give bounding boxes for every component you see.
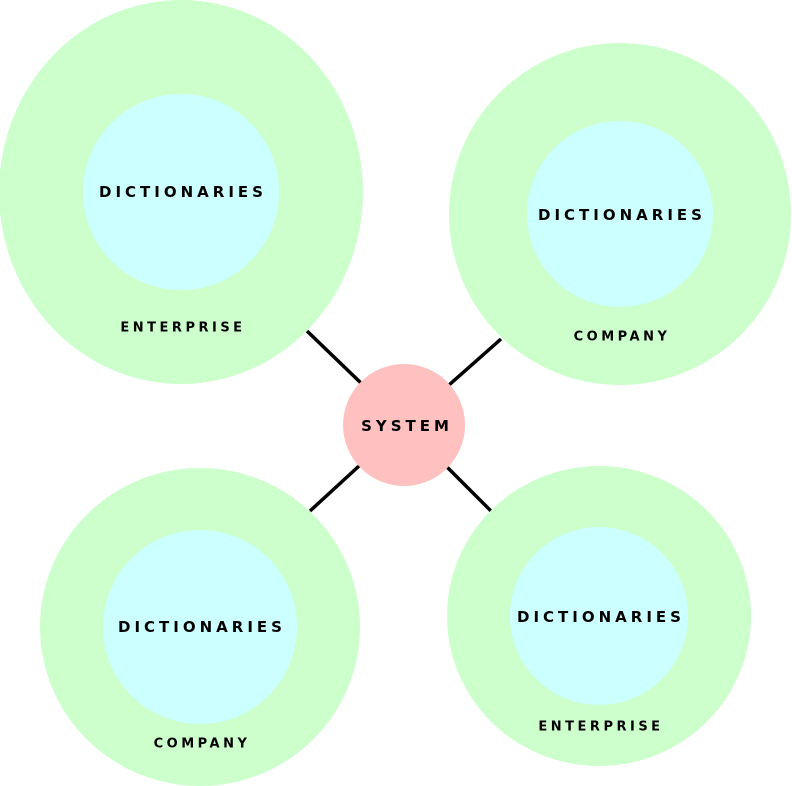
node-top-left: DICTIONARIES ENTERPRISE [0,0,363,384]
company-label: COMPANY [154,737,251,752]
dictionaries-disc [83,94,279,290]
system-hub-disc [343,364,465,486]
dictionaries-label: DICTIONARIES [118,618,286,636]
connector-top-left [305,329,363,385]
connector-top-right [447,337,503,387]
enterprise-label: ENTERPRISE [120,321,245,336]
node-top-right: DICTIONARIES COMPANY [449,43,791,385]
dictionaries-disc [103,530,297,724]
node-bottom-left: DICTIONARIES COMPANY [40,468,360,786]
dictionaries-label: DICTIONARIES [99,183,267,201]
connector-bottom-left [308,464,361,513]
system-label: SYSTEM [361,417,453,435]
dictionaries-disc [527,121,713,307]
connector-bottom-right [445,465,494,514]
node-bottom-right: DICTIONARIES ENTERPRISE [447,466,751,766]
dictionaries-disc [510,527,688,705]
hub: SYSTEM [343,364,465,486]
company-label: COMPANY [574,330,671,345]
dictionaries-label: DICTIONARIES [538,206,706,224]
dictionaries-label: DICTIONARIES [517,608,685,626]
enterprise-label: ENTERPRISE [538,720,663,735]
